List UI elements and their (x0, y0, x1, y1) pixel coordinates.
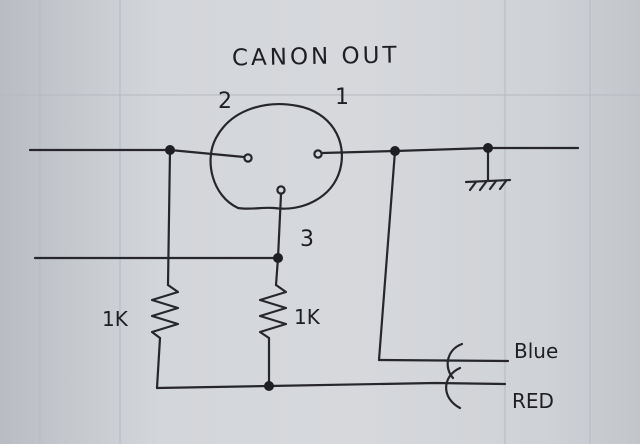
right-resistor-label: 1K (294, 305, 321, 329)
pin-2-contact (243, 153, 253, 163)
pin1-line (320, 146, 580, 155)
right-resistor (258, 283, 288, 340)
ground-symbol (464, 178, 512, 192)
pin-3-label: 3 (300, 227, 314, 252)
pin3-drop (276, 192, 283, 260)
pin-1-label: 1 (335, 85, 349, 110)
junction-dots (165, 143, 493, 391)
cable-shield-lower (445, 366, 462, 410)
diagram-title: CANON OUT (232, 42, 400, 71)
bottom-bus (155, 381, 507, 390)
left-resistor-label: 1K (102, 307, 129, 331)
left-resistor-lead-bottom (155, 336, 162, 390)
blue-lead (377, 149, 510, 363)
blue-cable-label: Blue (514, 339, 558, 363)
pin-3-contact (276, 185, 286, 195)
pin-2-label: 2 (218, 89, 232, 114)
wires (28, 146, 580, 390)
left-resistor (150, 283, 180, 340)
left-resistor-lead-top (166, 148, 172, 287)
red-cable-label: RED (512, 389, 554, 413)
pin-1-contact (313, 149, 323, 159)
